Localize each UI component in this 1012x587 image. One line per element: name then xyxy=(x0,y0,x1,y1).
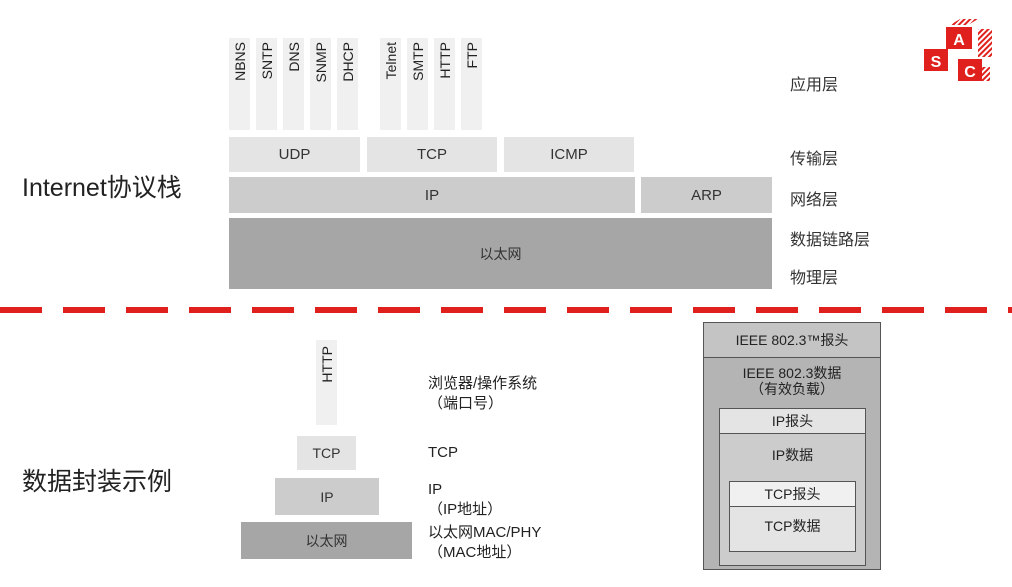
dash-segment xyxy=(630,307,672,313)
dash-segment xyxy=(567,307,609,313)
logo-letter-c: C xyxy=(964,64,976,81)
dash-segment xyxy=(0,307,42,313)
tcp-box: TCP xyxy=(367,137,497,172)
layer-label: 应用层 xyxy=(790,77,839,94)
ieee-data-label: IEEE 802.3数据 （有效负载） xyxy=(742,365,842,397)
note-http: 浏览器/操作系统 （端口号） xyxy=(428,375,538,412)
ip-data-label: IP数据 xyxy=(771,447,814,463)
logo-letter-a: A xyxy=(953,32,965,49)
note-tcp: TCP xyxy=(428,444,458,461)
encap-title: 数据封装示例 xyxy=(22,468,173,496)
dash-segment xyxy=(882,307,924,313)
dash-segment xyxy=(441,307,483,313)
stack-title: Internet协议栈 xyxy=(22,174,182,202)
note-ip: IP （IP地址） xyxy=(428,481,503,518)
tcp-header: TCP报头 xyxy=(730,482,855,507)
ethernet-box: 以太网 xyxy=(229,218,772,289)
app-protocol: FTP xyxy=(461,38,482,130)
pyramid-http: HTTP xyxy=(316,340,337,425)
app-protocol: SNMP xyxy=(310,38,331,130)
app-protocol: Telnet xyxy=(380,38,401,130)
pyramid-tcp: TCP xyxy=(297,436,356,470)
ieee-header: IEEE 802.3™报头 xyxy=(704,323,880,358)
note-ethernet: 以太网MAC/PHY （MAC地址） xyxy=(428,524,542,561)
dash-segment xyxy=(756,307,798,313)
arp-box: ARP xyxy=(641,177,772,213)
app-protocol: SNTP xyxy=(256,38,277,130)
dash-segment xyxy=(945,307,987,313)
ieee-frame: IEEE 802.3™报头 IEEE 802.3数据 （有效负载） IP报头 I… xyxy=(703,322,881,570)
dash-segment xyxy=(1008,307,1012,313)
pyramid-ethernet: 以太网 xyxy=(241,522,412,559)
dash-segment xyxy=(315,307,357,313)
dash-segment xyxy=(189,307,231,313)
dash-segment xyxy=(693,307,735,313)
dash-segment xyxy=(504,307,546,313)
layer-label: 数据链路层 xyxy=(790,232,871,249)
tcp-segment: TCP报头 TCP数据 xyxy=(729,481,856,552)
ip-header: IP报头 xyxy=(720,409,865,434)
logo-letter-s: S xyxy=(931,54,942,71)
dash-segment xyxy=(126,307,168,313)
layer-label: 物理层 xyxy=(790,270,839,287)
app-protocol: DHCP xyxy=(337,38,358,130)
dash-segment xyxy=(63,307,105,313)
layer-label: 网络层 xyxy=(790,192,839,209)
app-protocol: DNS xyxy=(283,38,304,130)
app-protocol: SMTP xyxy=(407,38,428,130)
dash-segment xyxy=(819,307,861,313)
asc-logo: A S C xyxy=(924,19,992,81)
app-protocol: HTTP xyxy=(434,38,455,130)
tcp-data-label: TCP数据 xyxy=(764,518,821,534)
ip-box: IP xyxy=(229,177,635,213)
dash-segment xyxy=(252,307,294,313)
icmp-box: ICMP xyxy=(504,137,634,172)
layer-label: 传输层 xyxy=(790,151,839,168)
dash-segment xyxy=(378,307,420,313)
ip-packet: IP报头 IP数据 TCP报头 TCP数据 xyxy=(719,408,866,566)
pyramid-ip: IP xyxy=(275,478,379,515)
udp-box: UDP xyxy=(229,137,360,172)
app-protocol: NBNS xyxy=(229,38,250,130)
